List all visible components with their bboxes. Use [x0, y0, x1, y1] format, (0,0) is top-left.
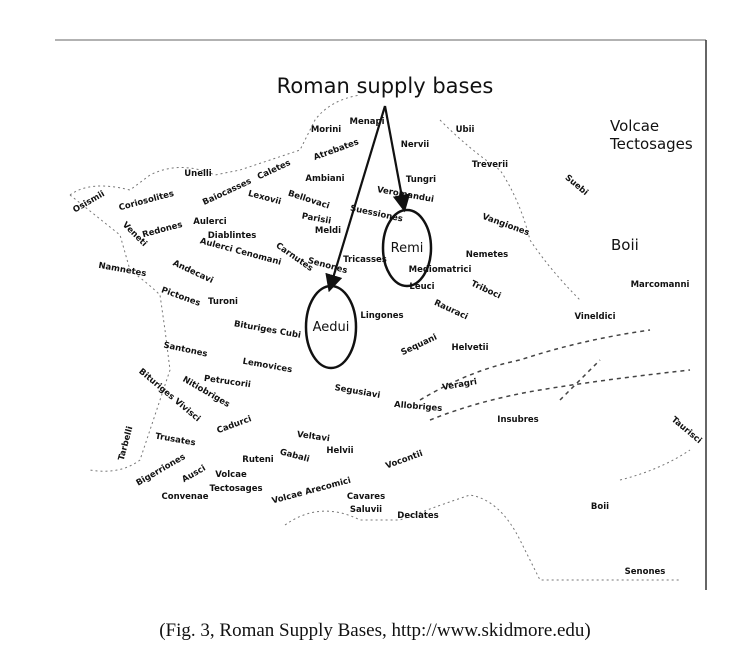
tribe-label: Marcomanni	[631, 280, 690, 290]
tribe-label: Triboci	[469, 279, 502, 302]
tribe-label: Leuci	[409, 282, 434, 292]
tribe-label: Aulerci	[193, 217, 227, 227]
tribe-label: Morini	[311, 125, 341, 135]
tribe-label: Atrebates	[312, 137, 360, 163]
tribe-label: Rauraci	[432, 298, 469, 322]
map-title: Roman supply bases	[277, 74, 494, 98]
tribe-label: Saluvii	[350, 505, 382, 515]
tribe-label: Turoni	[208, 297, 238, 307]
tribe-label: Tarbelli	[117, 425, 136, 462]
region-label-tectosages: Tectosages	[609, 135, 693, 153]
tribe-label: Ambiani	[305, 174, 344, 184]
tribe-label: Ruteni	[242, 455, 273, 465]
tribe-label: Bigerriones	[135, 452, 188, 488]
tribe-label: Nemetes	[466, 250, 508, 260]
alps-relief	[419, 329, 691, 421]
tribe-label: Treverii	[472, 160, 508, 170]
tribe-label: Trusates	[154, 432, 196, 449]
arrow-to-aedui	[325, 105, 387, 293]
tribe-label: Veromandui	[376, 185, 435, 205]
tribe-label: Declates	[397, 511, 438, 521]
tribe-label: Cavares	[347, 492, 385, 502]
tribe-label: Meldi	[315, 226, 341, 236]
supply-arrows	[325, 105, 411, 293]
tribe-label: Menapi	[349, 117, 384, 127]
region-label-boii: Boii	[611, 236, 639, 254]
tribe-label: Bituriges Cubi	[233, 319, 302, 341]
tribe-label: Suessiones	[349, 204, 404, 225]
tribe-label: Gabali	[279, 447, 311, 465]
tribe-label: Ubii	[456, 125, 475, 135]
tribe-label: Volcae Arecomici	[271, 476, 352, 507]
tribe-label: Vocontii	[384, 449, 424, 472]
tribe-label: Coriosolites	[118, 189, 175, 213]
tribe-label: Tricasses	[343, 255, 387, 265]
tribe-label: Lingones	[360, 311, 403, 321]
tribe-label: Parisii	[301, 212, 332, 227]
tribe-label: Santones	[163, 341, 209, 360]
tribe-label: Mediomatrici	[409, 265, 472, 275]
arrow-to-remi	[383, 105, 411, 213]
tribe-label: Andecavi	[171, 258, 215, 286]
tribe-label: Helvii	[326, 446, 353, 456]
tribe-label: Vineldici	[574, 312, 615, 322]
tribe-label: Sequani	[399, 332, 438, 357]
region-label-volcae: Volcae	[610, 117, 659, 135]
tribe-label: Tectosages	[209, 484, 262, 494]
tribe-label: Cadurci	[216, 414, 254, 436]
tribe-label: Segusiavi	[334, 383, 381, 401]
tribe-label: Caletes	[256, 158, 292, 182]
tribe-label: Helvetii	[452, 343, 489, 353]
tribe-label: Volcae	[215, 470, 247, 480]
coastlines	[69, 94, 691, 581]
tribe-label: Osismii	[71, 189, 106, 215]
tribe-label: Boii	[591, 502, 609, 512]
tribe-label: Petrucorii	[203, 374, 251, 390]
tribe-label: Senones	[307, 256, 349, 276]
tribe-label: Insubres	[497, 415, 538, 425]
tribe-label: Baiocasses	[201, 177, 253, 208]
map-frame	[55, 39, 707, 590]
tribe-label: Bellovaci	[287, 189, 331, 212]
tribe-label: Veltavi	[296, 430, 330, 445]
tribe-label: Aulerci Cenomani	[199, 236, 283, 267]
tribe-label: Redones	[141, 220, 183, 240]
tribe-label: Bituriges Vivisci	[136, 367, 202, 424]
tribe-label: Lexovii	[247, 189, 282, 207]
tribe-label: Taurisci	[669, 415, 704, 446]
tribe-label: Allobriges	[394, 400, 443, 414]
tribe-label: Suebi	[563, 173, 590, 198]
base-label-remi: Remi	[391, 241, 424, 256]
tribe-label: Tungri	[406, 175, 436, 185]
tribe-label: Vangiones	[481, 212, 531, 238]
tribe-label: Ausci	[180, 463, 207, 485]
tribe-label: Namnetes	[98, 261, 147, 279]
remi-circle	[381, 208, 433, 288]
tribe-label: Pictones	[160, 285, 202, 308]
tribe-label: Veragri	[442, 377, 478, 393]
tribe-label: Nervii	[401, 140, 430, 150]
tribe-label: Diablintes	[208, 231, 257, 241]
tribe-label: Lemovices	[242, 357, 293, 376]
aedui-circle	[304, 284, 358, 370]
tribe-label: Unelli	[184, 169, 212, 179]
base-label-aedui: Aedui	[313, 320, 350, 335]
figure-caption: (Fig. 3, Roman Supply Bases, http://www.…	[159, 620, 591, 641]
tribe-label: Convenae	[162, 492, 209, 502]
tribe-label: Senones	[625, 567, 666, 577]
